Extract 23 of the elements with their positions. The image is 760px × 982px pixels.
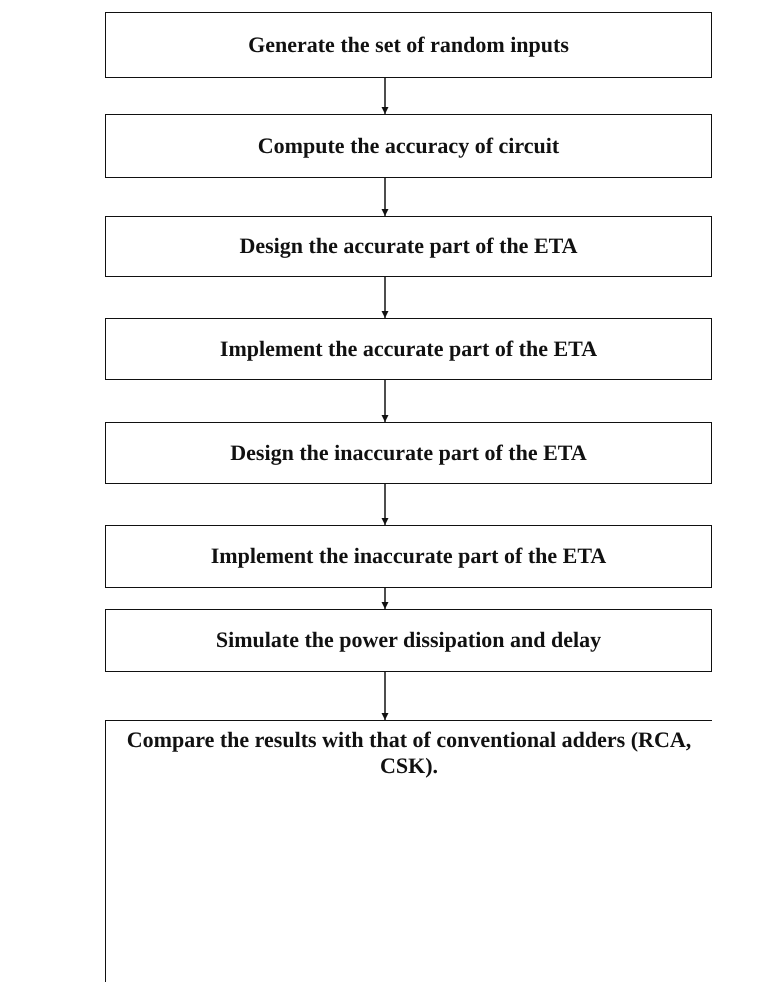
step-text: Compute the accuracy of circuit [258,132,560,160]
process-box [105,609,712,672]
step-text: Compare the results with that of conventional adders (RCA, CSK). [126,727,692,780]
process-box [105,422,712,484]
arrow [382,672,388,720]
arrow [382,277,388,318]
step-text: Simulate the power dissipation and delay [216,627,602,654]
process-box [105,525,712,588]
arrow [382,380,388,422]
process-box [105,318,712,380]
process-box [105,114,712,178]
step-text: Design the inaccurate part of the ETA [230,440,587,466]
arrow [382,78,388,114]
step-text: Implement the accurate part of the ETA [220,336,598,362]
arrow [382,484,388,525]
arrow [382,178,388,216]
step-text: Implement the inaccurate part of the ETA [210,543,606,570]
arrow [382,588,388,609]
process-box [105,216,712,277]
step-text: Generate the set of random inputs [248,32,569,58]
process-box [105,12,712,78]
step-text: Design the accurate part of the ETA [239,233,578,260]
process-box [105,720,712,982]
